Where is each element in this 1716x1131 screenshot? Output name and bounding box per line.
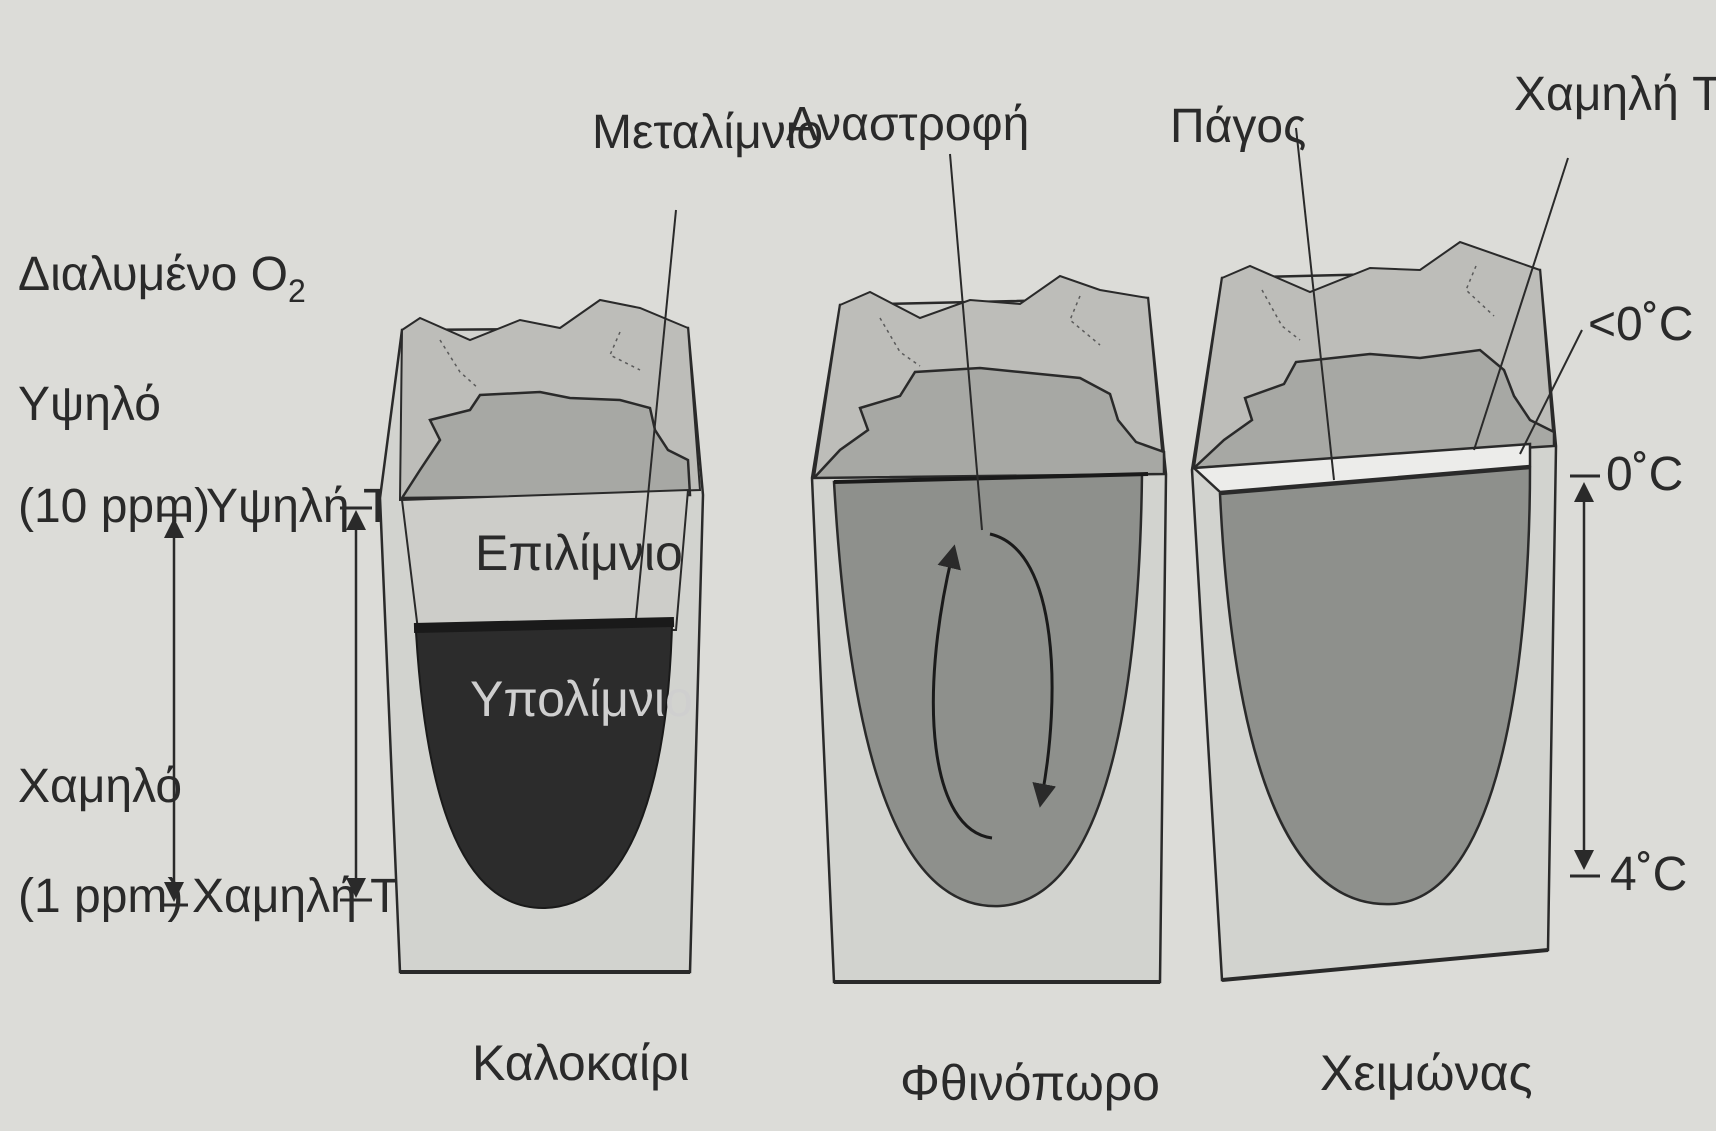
high-oxygen-value: (10 ppm) — [18, 480, 210, 533]
winter-low-temperature-label: Χαμηλή T — [1514, 68, 1716, 121]
dissolved-oxygen-axis: Διαλυμένο O2 Υψηλό (10 ppm) Χαμηλό (1 pp… — [18, 248, 399, 923]
epilimnion-label: Επιλίμνιο — [475, 525, 683, 581]
low-temperature-label: Χαμηλή T — [192, 870, 399, 923]
autumn-lake: Αναστροφή Φθινόπωρο — [786, 98, 1166, 1111]
zero-degree-label: 0˚C — [1606, 448, 1683, 501]
overturn-label: Αναστροφή — [786, 98, 1029, 151]
summer-season-label: Καλοκαίρι — [472, 1035, 690, 1091]
autumn-season-label: Φθινόπωρο — [900, 1055, 1160, 1111]
low-oxygen-label: Χαμηλό — [18, 760, 182, 813]
low-oxygen-value: (1 ppm) — [18, 870, 183, 923]
four-degree-label: 4˚C — [1610, 848, 1687, 901]
winter-season-label: Χειμώνας — [1320, 1045, 1533, 1101]
ice-label: Πάγος — [1170, 100, 1306, 153]
summer-lake: Επιλίμνιο Υπολίμνιο Μεταλίμνιο Καλοκαίρι — [380, 106, 823, 1091]
high-oxygen-label: Υψηλό — [18, 378, 161, 431]
hypolimnion-label: Υπολίμνιο — [470, 671, 693, 727]
axis-title: Διαλυμένο O2 — [18, 248, 306, 309]
winter-lake: Πάγος Χαμηλή T <0˚C 0˚C 4˚C Χειμώνας — [1170, 68, 1716, 1101]
below-zero-label: <0˚C — [1588, 298, 1693, 351]
